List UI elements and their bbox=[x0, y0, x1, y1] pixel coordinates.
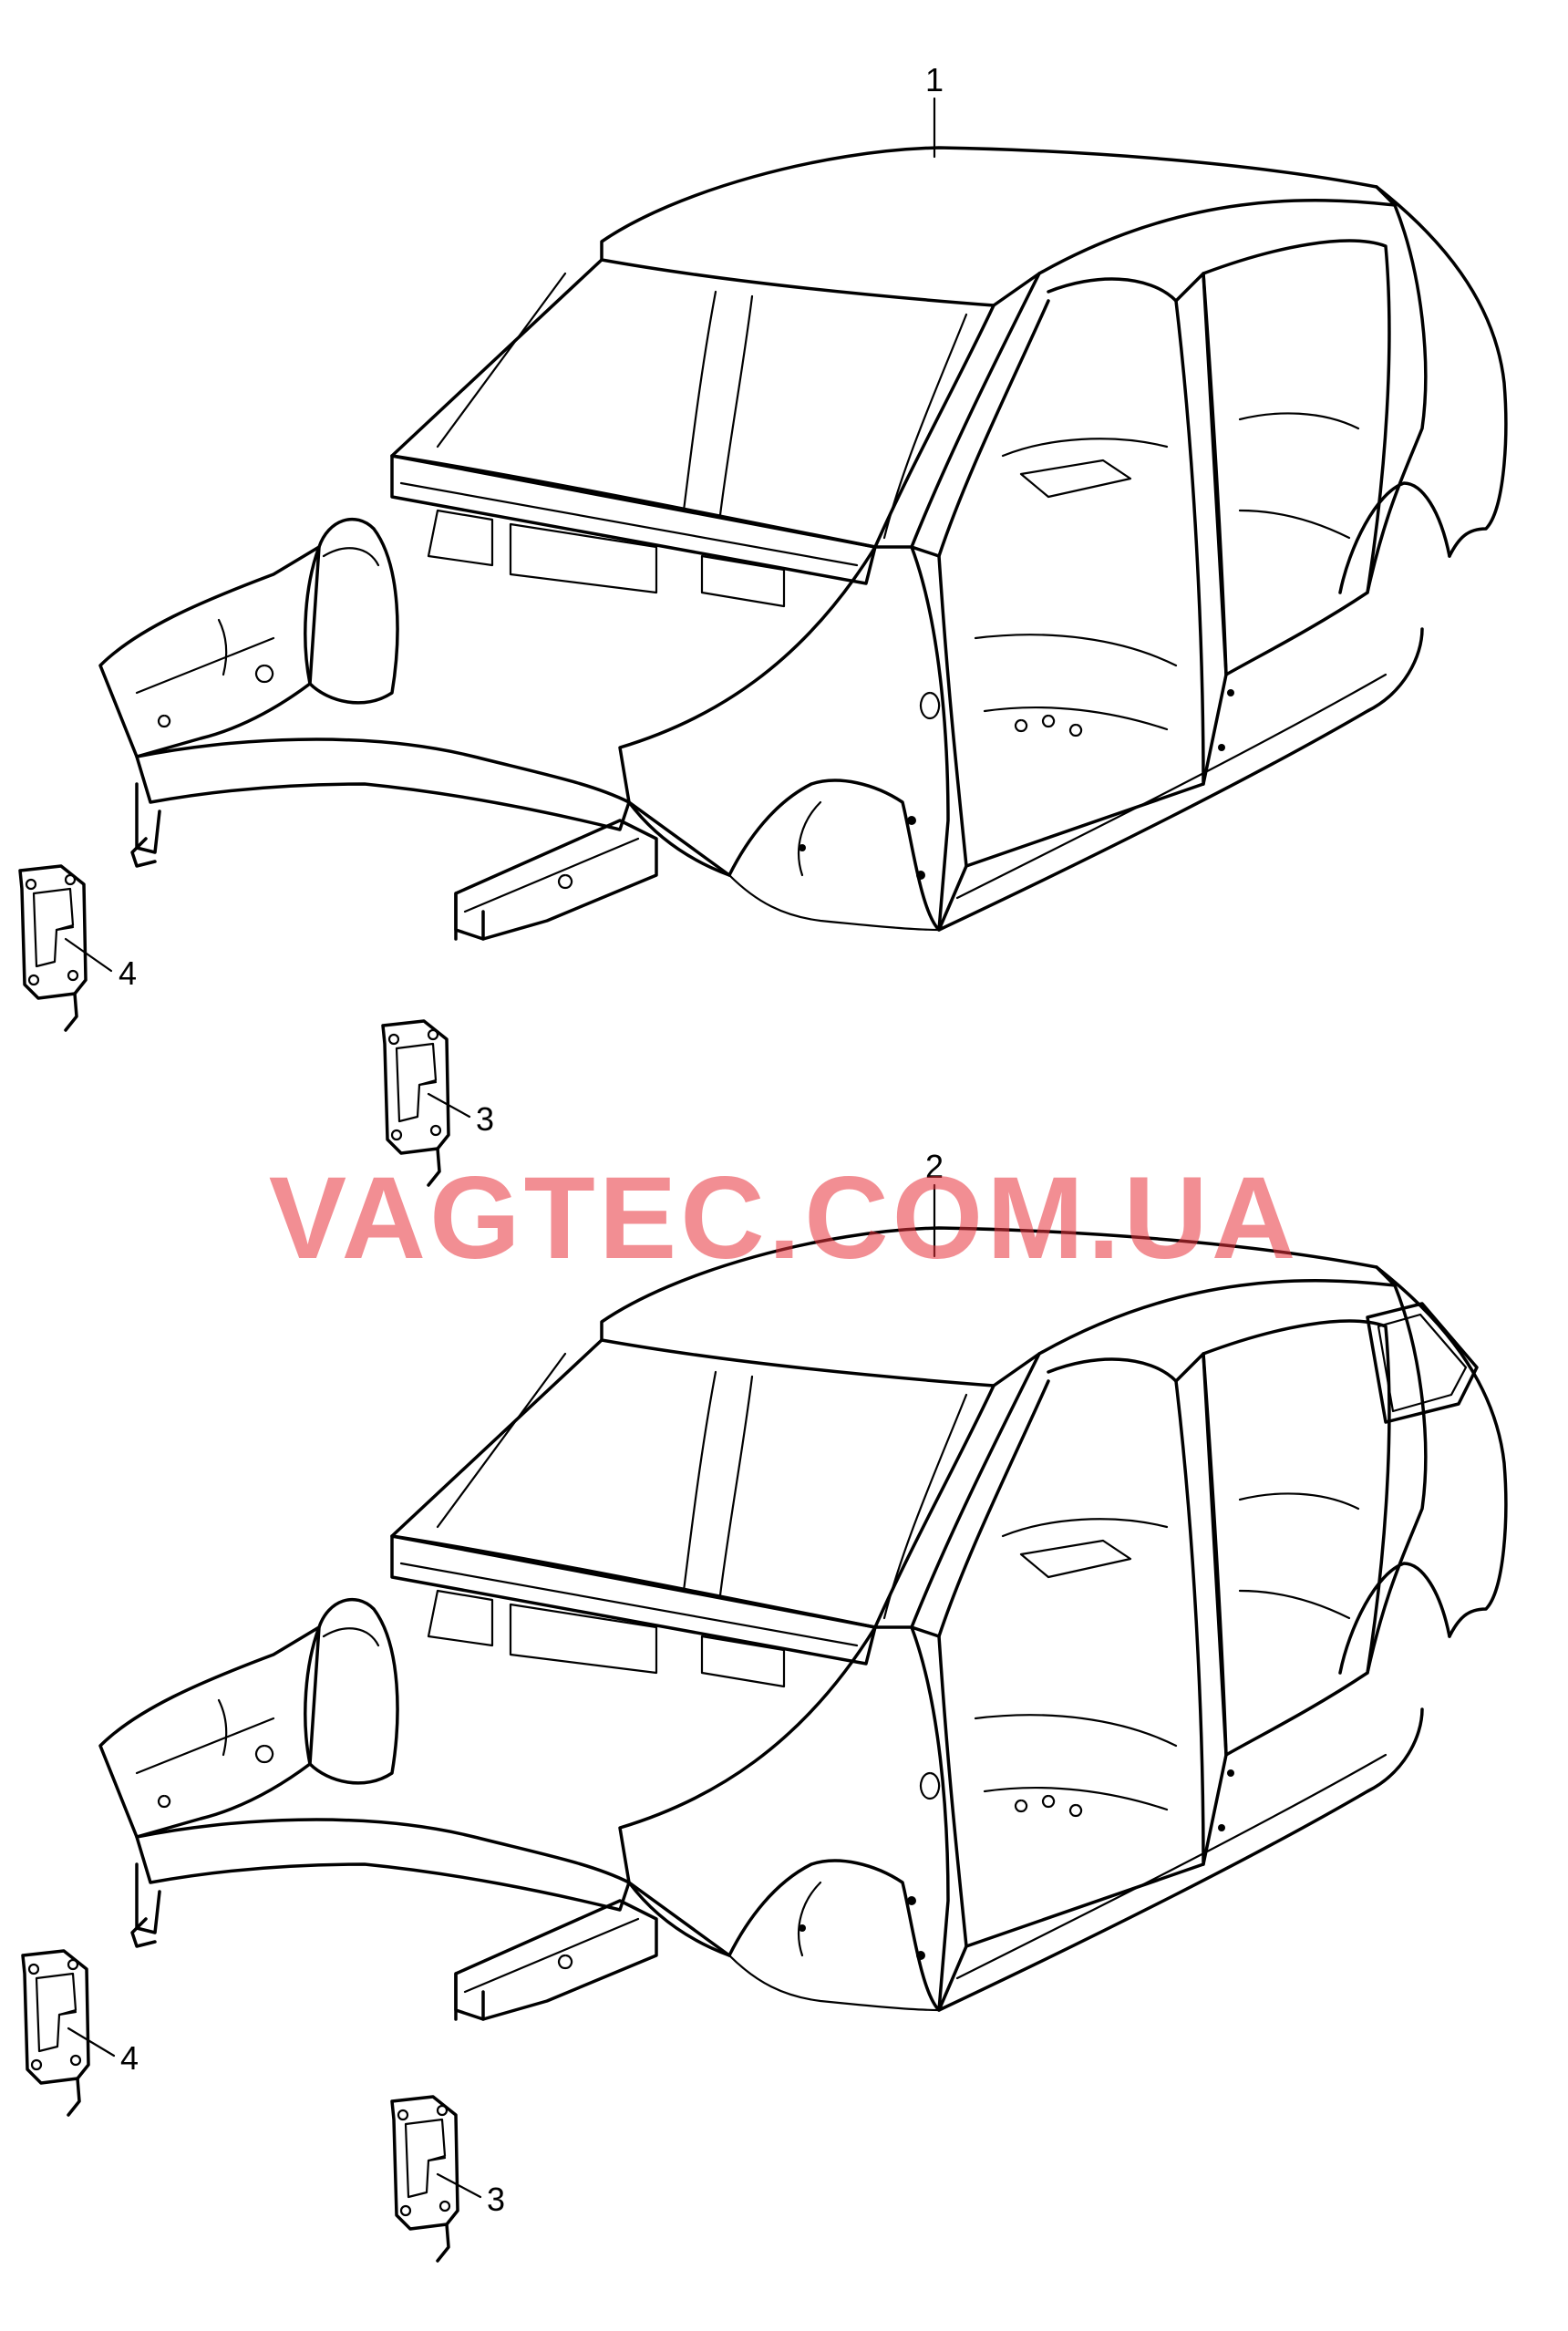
callout-2: 2 bbox=[925, 1148, 944, 1185]
body-shell-lower bbox=[98, 1226, 1508, 2021]
callout-4-upper: 4 bbox=[119, 954, 137, 992]
bracket-4-lower bbox=[21, 1949, 90, 2117]
callout-3-upper: 3 bbox=[476, 1100, 494, 1138]
watermark-text: VAGTEC.COM.UA bbox=[269, 1153, 1300, 1284]
body-shell-upper bbox=[98, 146, 1508, 941]
bracket-4-upper bbox=[18, 864, 88, 1032]
callout-1: 1 bbox=[925, 61, 944, 98]
callout-4-lower: 4 bbox=[120, 2039, 139, 2077]
callout-3-lower: 3 bbox=[487, 2181, 505, 2218]
